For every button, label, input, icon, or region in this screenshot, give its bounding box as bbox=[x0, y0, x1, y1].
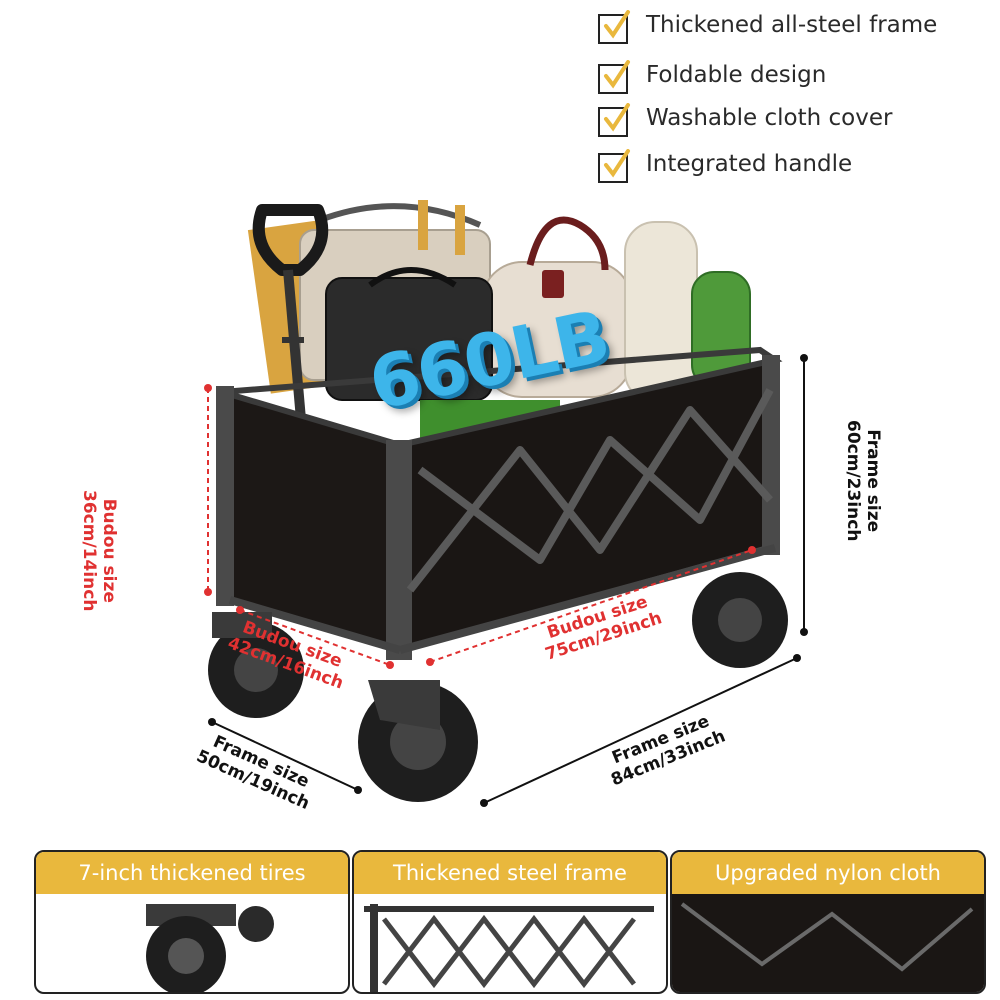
wagon-body bbox=[216, 346, 783, 660]
panel-title: Upgraded nylon cloth bbox=[715, 861, 941, 885]
feature-label: Thickened all-steel frame bbox=[646, 12, 938, 38]
budou-height-label: Budou size 36cm/14inch bbox=[79, 490, 119, 612]
frame-dimension-lines bbox=[208, 354, 808, 807]
panel-header: 7-inch thickened tires bbox=[36, 852, 348, 894]
panel-header: Upgraded nylon cloth bbox=[672, 852, 984, 894]
feature-item: Integrated handle bbox=[598, 145, 852, 183]
panel-header: Thickened steel frame bbox=[354, 852, 666, 894]
checkbox-check-icon bbox=[598, 103, 630, 137]
panel-title: 7-inch thickened tires bbox=[78, 861, 306, 885]
feature-label: Foldable design bbox=[646, 62, 827, 88]
feature-item: Washable cloth cover bbox=[598, 99, 892, 137]
wagon-illustration bbox=[204, 200, 808, 807]
feature-item: Thickened all-steel frame bbox=[598, 6, 937, 44]
feature-label: Washable cloth cover bbox=[646, 105, 893, 131]
frame-height-label: Frame size 60cm/23inch bbox=[843, 420, 883, 542]
cloth-detail-panel: Upgraded nylon cloth bbox=[670, 850, 986, 994]
tire-closeup-image bbox=[146, 904, 274, 992]
frame-closeup-image bbox=[364, 904, 654, 992]
checkbox-check-icon bbox=[598, 149, 630, 183]
budou-dimension-lines bbox=[204, 384, 756, 669]
feature-label: Integrated handle bbox=[646, 151, 853, 177]
cloth-closeup-image bbox=[672, 894, 984, 992]
checkbox-check-icon bbox=[598, 60, 630, 94]
checkbox-check-icon bbox=[598, 10, 630, 44]
frame-detail-panel: Thickened steel frame bbox=[352, 850, 668, 994]
panel-title: Thickened steel frame bbox=[393, 861, 627, 885]
feature-item: Foldable design bbox=[598, 56, 826, 94]
wheels bbox=[208, 572, 788, 802]
tires-detail-panel: 7-inch thickened tires bbox=[34, 850, 350, 994]
